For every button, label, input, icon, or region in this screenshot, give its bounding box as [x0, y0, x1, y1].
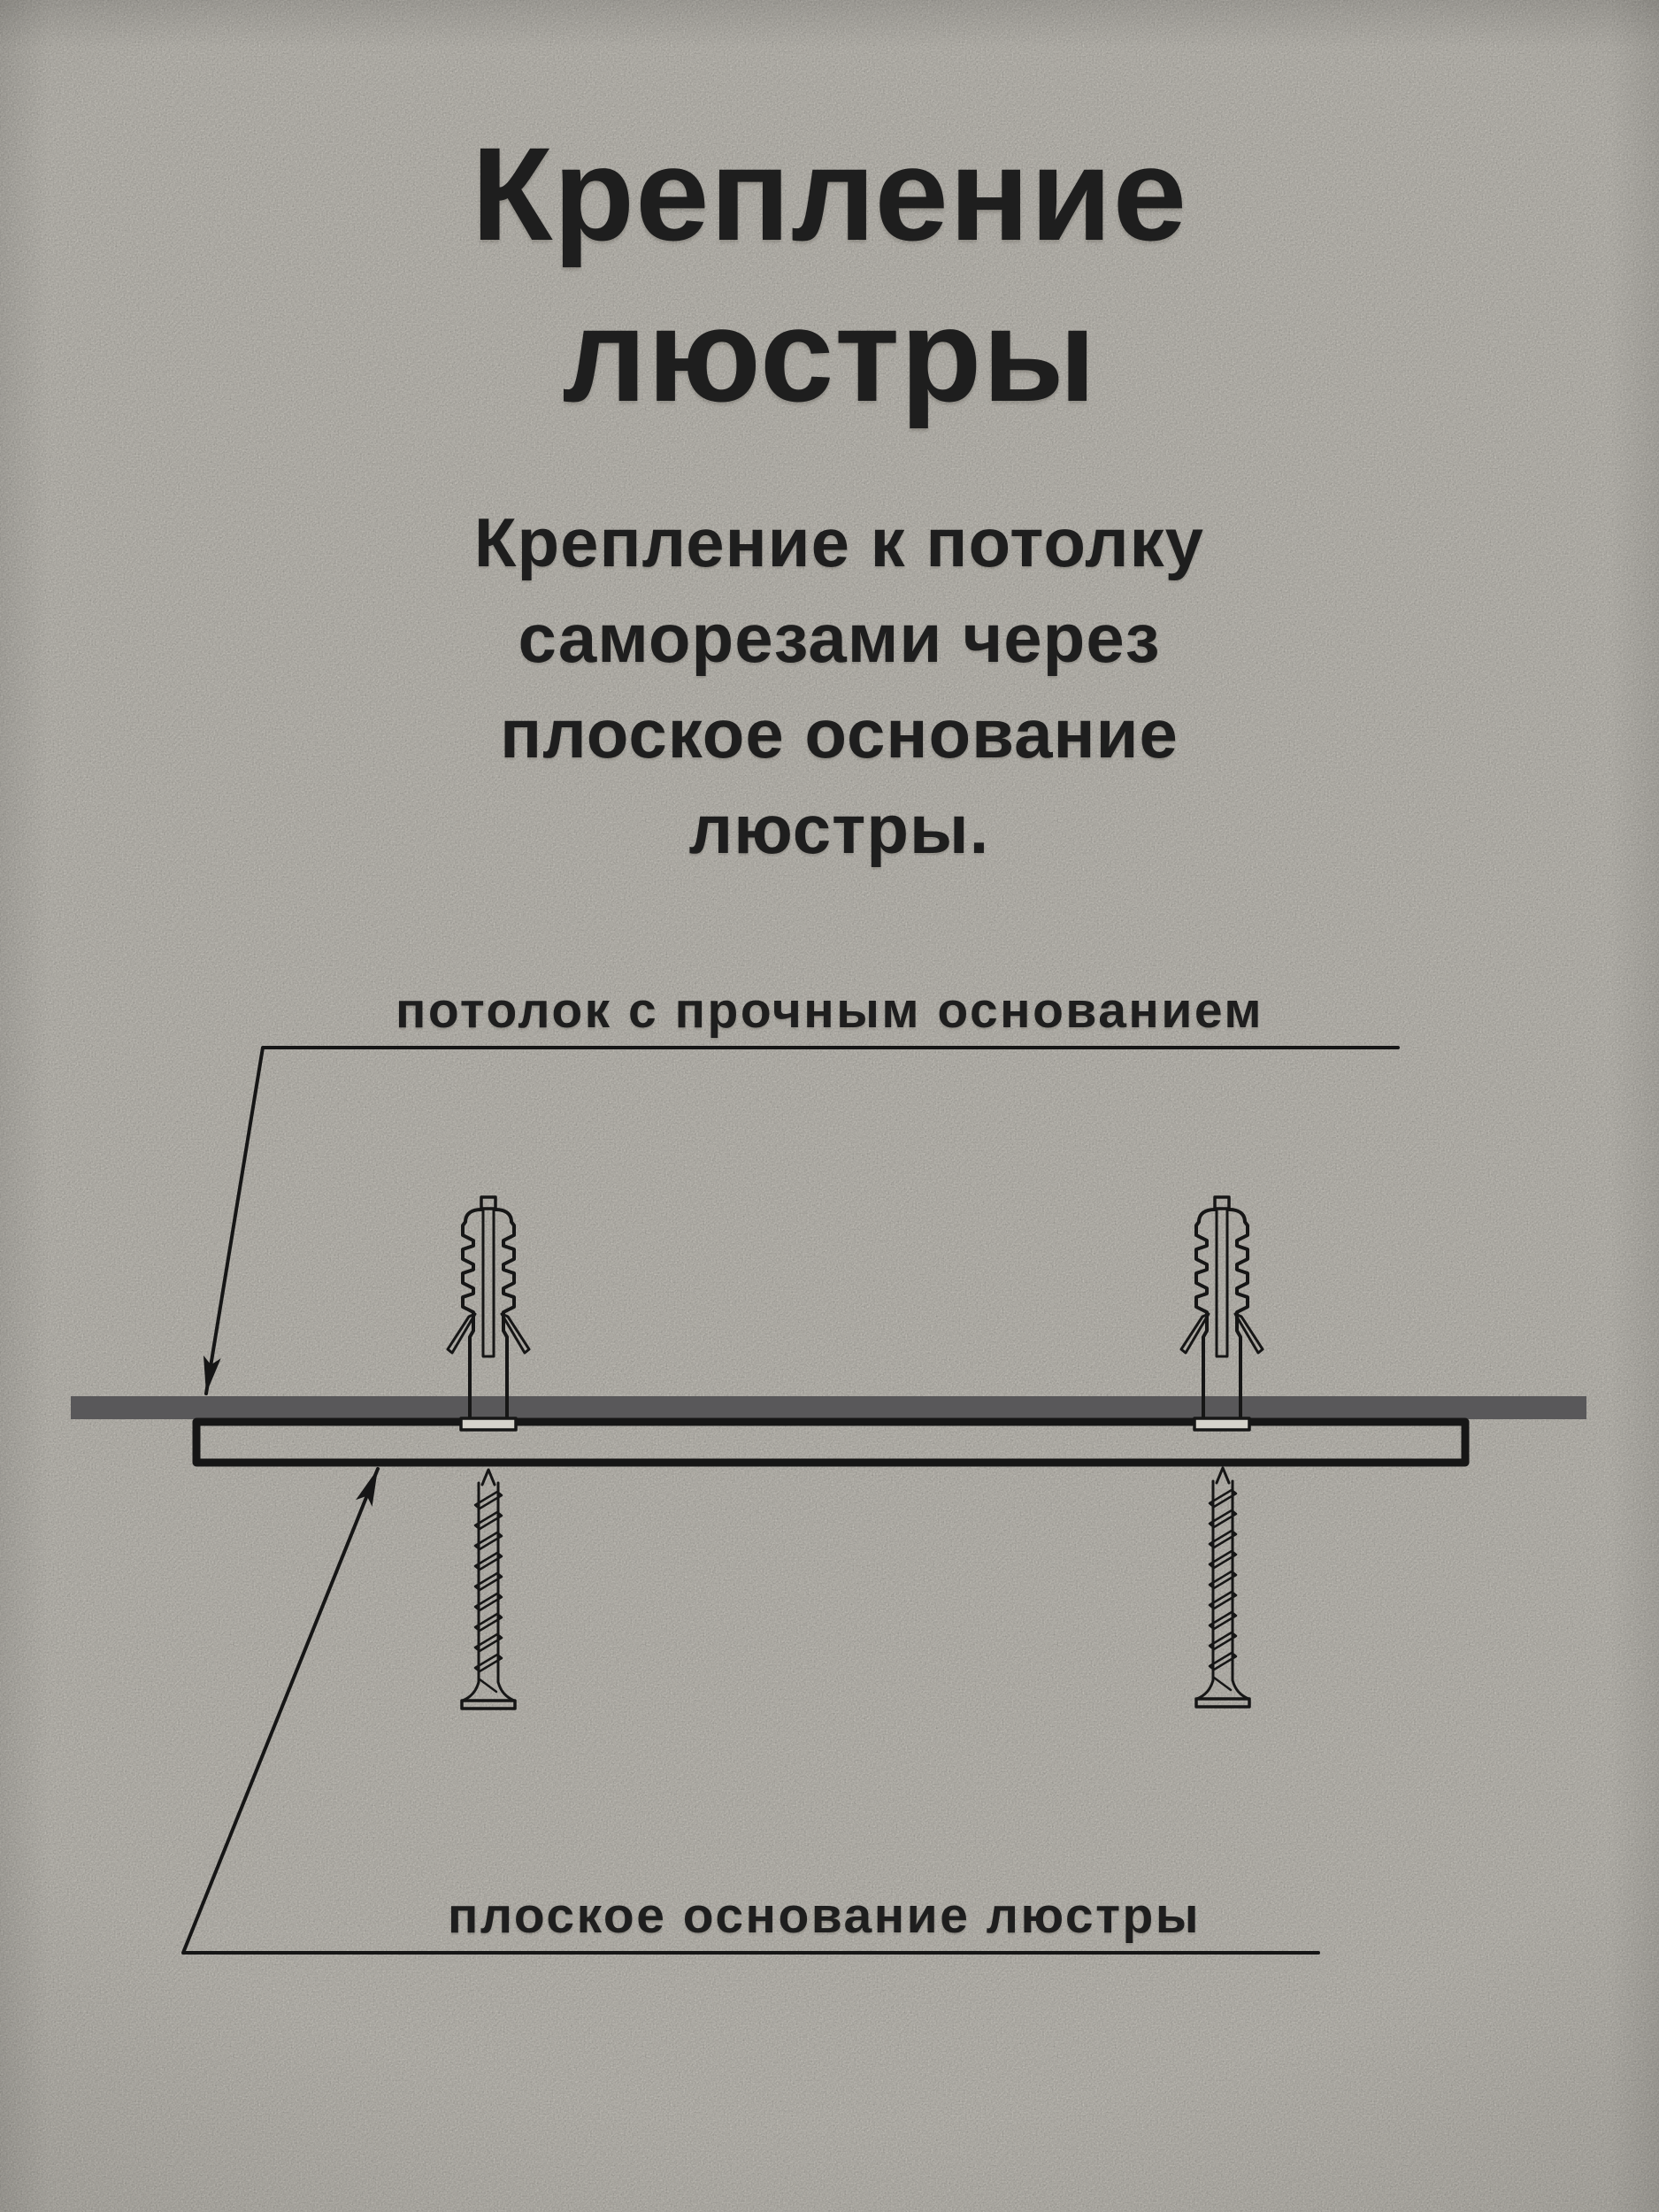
subtitle-line: люстры. — [688, 790, 990, 868]
screw-left — [460, 1468, 517, 1710]
dowel-anchor-right — [1179, 1195, 1264, 1432]
base-label: плоское основание люстры — [447, 1887, 1202, 1944]
screw-right — [1194, 1466, 1251, 1709]
base-leader-line — [181, 1467, 1320, 1955]
subtitle: Крепление к потолку саморезами через пло… — [19, 495, 1659, 877]
ceiling-bar — [71, 1396, 1586, 1419]
dowel-anchor-left — [446, 1195, 531, 1432]
page-title-line1: Крепление — [471, 119, 1188, 268]
subtitle-line: саморезами через — [518, 599, 1161, 677]
ceiling-leader-line — [204, 1046, 1400, 1395]
base-leader-arrowhead — [356, 1469, 378, 1507]
ceiling-leader-arrowhead — [203, 1355, 221, 1394]
page-title: Крепление люстры — [0, 113, 1659, 435]
ceiling-label: потолок с прочным основанием — [396, 982, 1263, 1039]
subtitle-line: Крепление к потолку — [473, 503, 1205, 581]
chandelier-base-outline — [192, 1417, 1470, 1467]
subtitle-line: плоское основание — [500, 695, 1179, 772]
page-title-line2: люстры — [562, 280, 1097, 429]
